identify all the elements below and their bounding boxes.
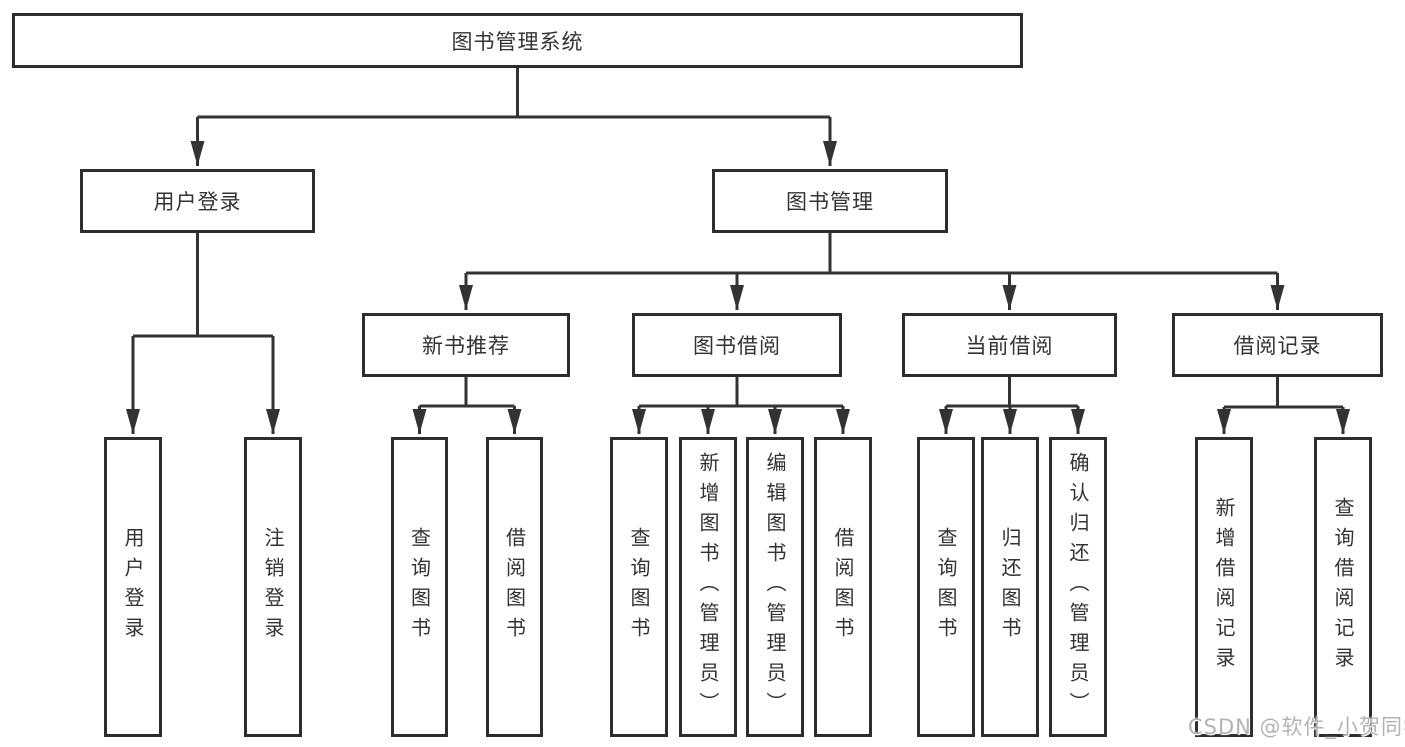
- leaf-current-query-books-label: 查询图书: [934, 527, 958, 647]
- leaf-query-borrow-record: 查询借阅记录: [1314, 437, 1372, 737]
- leaf-logout: 注销登录: [244, 437, 302, 737]
- leaf-borrow-query-books: 查询图书: [610, 437, 668, 737]
- leaf-add-borrow-record-label: 新增借阅记录: [1212, 497, 1236, 677]
- leaf-logout-label: 注销登录: [261, 527, 285, 647]
- node-user-login: 用户登录: [80, 169, 315, 233]
- leaf-return-books: 归还图书: [981, 437, 1039, 737]
- leaf-recommend-borrow-books-label: 借阅图书: [502, 527, 527, 647]
- leaf-borrow-query-books-label: 查询图书: [627, 527, 651, 647]
- leaf-add-books-admin: 新增图书（管理员）: [679, 437, 737, 737]
- leaf-borrow-borrow-books: 借阅图书: [814, 437, 872, 737]
- leaf-edit-books-admin-label: 编辑图书（管理员）: [763, 452, 787, 722]
- node-book-manage: 图书管理: [712, 169, 948, 233]
- leaf-add-borrow-record: 新增借阅记录: [1195, 437, 1253, 737]
- node-root-system: 图书管理系统: [12, 13, 1023, 68]
- leaf-confirm-return-admin: 确认归还（管理员）: [1049, 437, 1107, 737]
- leaf-current-query-books: 查询图书: [917, 437, 975, 737]
- node-new-book-recommend: 新书推荐: [362, 313, 570, 377]
- leaf-user-login-label: 用户登录: [121, 527, 145, 647]
- leaf-recommend-query-books-label: 查询图书: [407, 527, 432, 647]
- leaf-return-books-label: 归还图书: [998, 527, 1022, 647]
- leaf-edit-books-admin: 编辑图书（管理员）: [746, 437, 804, 737]
- leaf-add-books-admin-label: 新增图书（管理员）: [696, 452, 720, 722]
- node-book-borrow: 图书借阅: [632, 313, 842, 377]
- leaf-query-borrow-record-label: 查询借阅记录: [1331, 497, 1355, 677]
- watermark: CSDN @软件_小贺同学: [1188, 715, 1405, 739]
- leaf-user-login: 用户登录: [104, 437, 162, 737]
- leaf-borrow-borrow-books-label: 借阅图书: [831, 527, 855, 647]
- leaf-recommend-borrow-books: 借阅图书: [486, 437, 543, 737]
- leaf-recommend-query-books: 查询图书: [391, 437, 448, 737]
- leaf-confirm-return-admin-label: 确认归还（管理员）: [1066, 452, 1090, 722]
- node-current-borrow: 当前借阅: [902, 313, 1117, 377]
- node-borrow-records: 借阅记录: [1172, 313, 1383, 377]
